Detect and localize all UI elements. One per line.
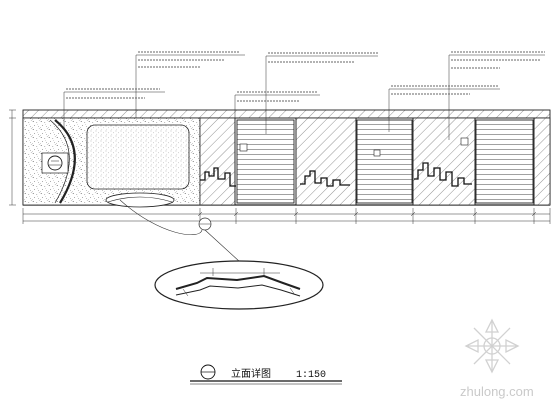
ceiling-band <box>22 109 551 119</box>
watermark-text: zhulong.com <box>460 384 534 399</box>
stone-wall-panel <box>22 117 201 208</box>
left-dimension <box>9 109 16 206</box>
annotation-notes <box>66 51 545 102</box>
watermark: zhulong.com <box>460 318 534 399</box>
enlarged-detail <box>154 260 324 310</box>
dimension-strip <box>22 208 551 224</box>
annotation-leaders <box>63 54 545 140</box>
drawing-scale: 1:150 <box>296 370 326 381</box>
drawing-title: 立面详图 <box>231 367 271 380</box>
panel-section <box>199 117 551 206</box>
detail-callout <box>119 199 241 263</box>
title-block: 立面详图 1:150 <box>190 364 342 385</box>
